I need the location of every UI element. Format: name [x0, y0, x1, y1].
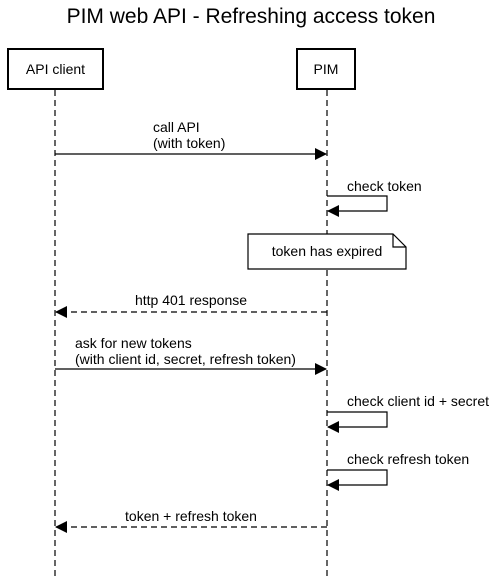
participant-box [7, 48, 104, 90]
participant-api-client: API client [7, 48, 104, 90]
message-label: call API [153, 119, 200, 135]
message-token-refresh-token: token + refresh token [55, 508, 327, 533]
message-check-token: check token [327, 178, 422, 217]
message-label: ask for new tokens [75, 335, 192, 351]
message-label: check refresh token [347, 451, 469, 467]
message-http-401-response: http 401 response [55, 292, 327, 318]
note-box [247, 233, 407, 270]
message-check-refresh-token: check refresh token [327, 451, 469, 491]
self-message-arrow [327, 469, 388, 491]
participant-label: PIM [314, 61, 339, 77]
note-text: token has expired [272, 243, 383, 259]
message-label: token + refresh token [125, 508, 257, 524]
message-label: (with token) [153, 135, 225, 151]
message-label: (with client id, secret, refresh token) [75, 351, 296, 367]
message-label: check token [347, 178, 422, 194]
message-ask-for-new-tokens: ask for new tokens (with client id, secr… [55, 335, 327, 375]
participant-pim: PIM [296, 48, 356, 90]
self-message-arrow [327, 195, 388, 217]
message-check-client-id-secret: check client id + secret [327, 393, 489, 433]
message-label: http 401 response [135, 292, 247, 308]
participant-box [296, 48, 356, 90]
note-token-expired: token has expired [247, 233, 407, 270]
message-label: check client id + secret [347, 393, 489, 409]
self-message-arrow [327, 411, 388, 433]
message-call-api: call API (with token) [55, 119, 327, 160]
note-fold [392, 234, 406, 248]
participant-label: API client [26, 61, 85, 77]
diagram-title: PIM web API - Refreshing access token [67, 5, 436, 28]
